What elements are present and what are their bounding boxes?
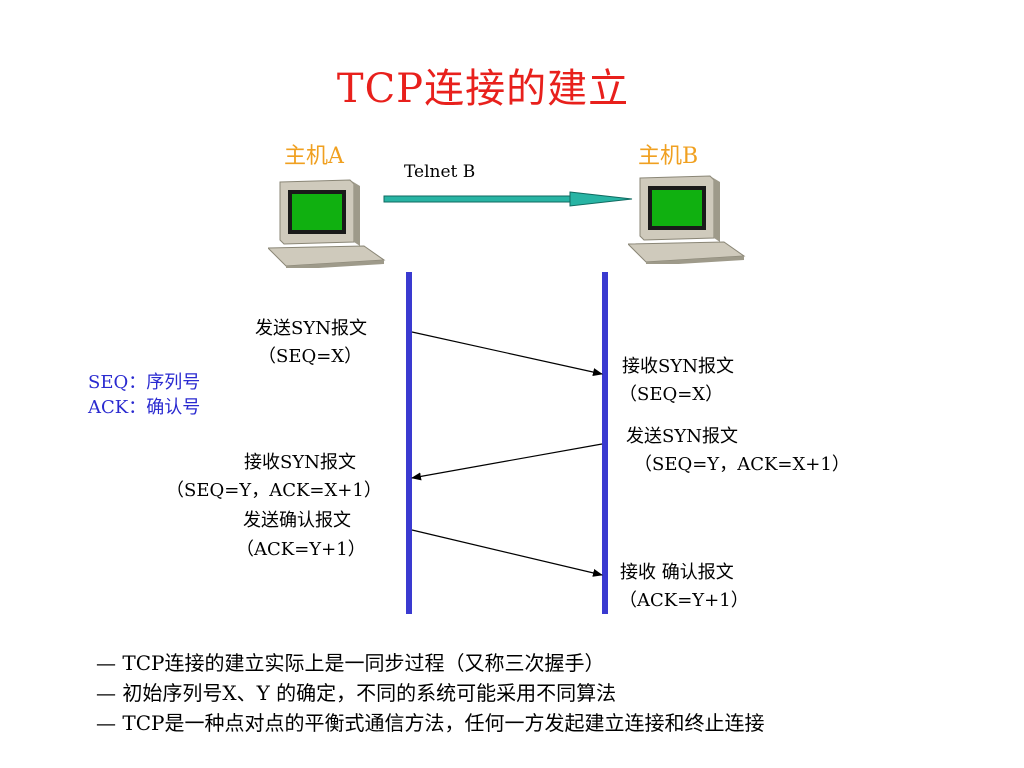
notes: — TCP连接的建立实际上是一同步过程（又称三次握手） — 初始序列号X、Y 的… (96, 648, 764, 738)
telnet-arrow (383, 191, 633, 207)
a-send-syn-line2: （SEQ=X） (258, 346, 363, 367)
telnet-label: Telnet B (404, 162, 476, 182)
b-recv-ack-line2: （ACK=Y+1） (619, 590, 749, 611)
note-item: — 初始序列号X、Y 的确定，不同的系统可能采用不同算法 (96, 681, 617, 705)
b-recv-ack-line1: 接收 确认报文 (620, 562, 734, 583)
legend-seq: SEQ：序列号 (88, 372, 201, 393)
syn-ack-arrow (411, 443, 603, 481)
a-send-syn-line1: 发送SYN报文 (255, 318, 367, 339)
b-recv-syn-line2: （SEQ=X） (619, 384, 724, 405)
page-title: TCP连接的建立 (336, 66, 630, 112)
a-send-ack-line2: （ACK=Y+1） (236, 539, 366, 560)
note-item: — TCP是一种点对点的平衡式通信方法，任何一方发起建立连接和终止连接 (96, 711, 765, 735)
host-b-computer-icon (628, 175, 746, 264)
b-send-syn-line1: 发送SYN报文 (626, 426, 738, 447)
host-a-label: 主机A (284, 144, 344, 169)
syn-arrow (411, 331, 603, 376)
legend: SEQ：序列号 ACK：确认号 (88, 370, 200, 420)
a-send-ack-line1: 发送确认报文 (243, 510, 351, 531)
b-recv-syn-line1: 接收SYN报文 (622, 356, 734, 377)
ack-arrow (411, 529, 603, 577)
host-b-timeline (602, 272, 608, 614)
host-b-label: 主机B (638, 144, 699, 169)
legend-ack: ACK：确认号 (88, 397, 201, 418)
a-recv-syn-line1: 接收SYN报文 (244, 452, 356, 473)
host-a-timeline (406, 272, 412, 614)
b-send-syn-line2: （SEQ=Y，ACK=X+1） (634, 454, 850, 475)
host-a-computer-icon (268, 179, 386, 268)
note-item: — TCP连接的建立实际上是一同步过程（又称三次握手） (96, 651, 605, 675)
a-recv-syn-line2: （SEQ=Y，ACK=X+1） (166, 480, 382, 501)
